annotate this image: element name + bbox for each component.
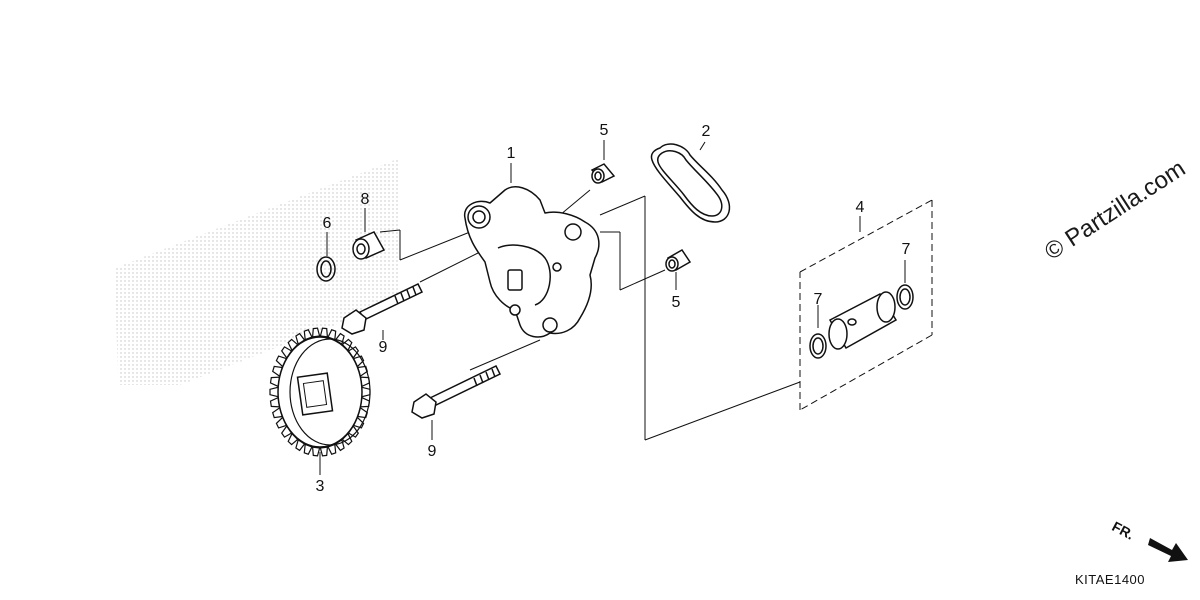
- callout-9-lower: 9: [427, 443, 437, 460]
- callout-7-lower: 7: [813, 291, 823, 308]
- callout-5-lower: 5: [671, 294, 681, 311]
- callout-8: 8: [360, 191, 370, 208]
- callout-7-upper: 7: [901, 241, 911, 258]
- front-direction-arrow-icon: [1148, 538, 1188, 562]
- callout-3: 3: [315, 478, 325, 495]
- bolt-icon: [411, 365, 502, 419]
- dowel-pin-icon: [665, 249, 692, 272]
- callout-1: 1: [506, 145, 516, 162]
- o-ring-icon: [809, 333, 827, 359]
- callout-5-upper: 5: [599, 122, 609, 139]
- callout-6: 6: [322, 215, 332, 232]
- joint-assembly-icon: [828, 291, 898, 350]
- bolt-icon: [341, 283, 424, 335]
- joint-group-box: [799, 199, 933, 411]
- gear-icon: [269, 327, 371, 457]
- o-ring-icon: [896, 284, 914, 310]
- leader-lines: [319, 140, 906, 475]
- callout-2: 2: [701, 123, 711, 140]
- oil-pump-body-icon: [463, 186, 600, 338]
- background-logo-watermark: [115, 158, 400, 385]
- gasket-icon: [650, 143, 731, 223]
- dowel-pin-icon: [590, 163, 616, 184]
- o-ring-icon: [316, 256, 336, 282]
- callout-9-upper: 9: [378, 339, 388, 356]
- diagram-code: KITAE1400: [1075, 572, 1146, 587]
- dowel-pin-icon: [352, 231, 386, 260]
- callout-4: 4: [855, 199, 865, 216]
